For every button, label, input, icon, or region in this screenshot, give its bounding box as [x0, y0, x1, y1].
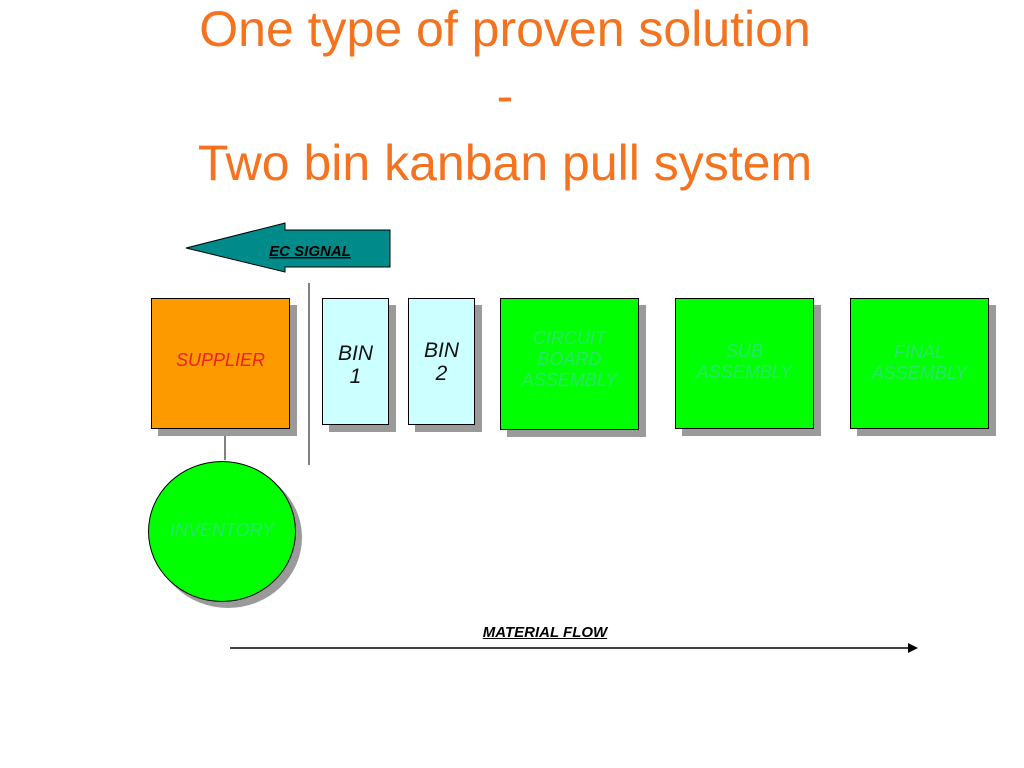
sub-label-line-2: ASSEMBLY: [696, 362, 793, 382]
circuit-label-line-3: ASSEMBLY: [521, 370, 618, 390]
supplier-box: SUPPLIER: [151, 298, 290, 429]
supplier-label: SUPPLIER: [175, 350, 266, 370]
sub-label-line-1: SUB: [725, 341, 763, 361]
ec-signal-arrow: EC SIGNAL: [185, 222, 391, 273]
ec-signal-arrow-shape: [185, 222, 391, 273]
slide-title: One type of proven solution - Two bin ka…: [0, 0, 1010, 197]
bin-1-label-line-1: BIN: [337, 342, 373, 365]
bin-2-label-line-1: BIN: [423, 339, 459, 362]
inventory-label: INVENTORY: [169, 519, 275, 540]
bin-2-label-line-2: 2: [435, 362, 448, 385]
material-flow-arrowhead: [908, 643, 918, 653]
bin-2-box: BIN 2: [408, 298, 475, 425]
bin-1-label-line-2: 1: [349, 365, 362, 388]
sub-assembly-box: SUB ASSEMBLY: [675, 298, 814, 429]
final-assembly-box: FINAL ASSEMBLY: [850, 298, 989, 429]
material-flow-label: MATERIAL FLOW: [482, 624, 608, 641]
circuit-label-line-2: BOARD: [537, 349, 602, 369]
title-line-2: -: [496, 68, 514, 124]
final-label-line-1: FINAL: [893, 342, 945, 362]
inventory-circle: INVENTORY: [148, 461, 296, 602]
circuit-label-line-1: CIRCUIT: [533, 328, 606, 348]
final-label-line-2: ASSEMBLY: [871, 363, 968, 383]
title-line-3: Two bin kanban pull system: [197, 135, 813, 191]
circuit-board-assembly-box: CIRCUIT BOARD ASSEMBLY: [500, 298, 639, 430]
bin-1-box: BIN 1: [322, 298, 389, 425]
title-line-1: One type of proven solution: [199, 1, 811, 57]
ec-signal-label: EC SIGNAL: [269, 243, 351, 260]
